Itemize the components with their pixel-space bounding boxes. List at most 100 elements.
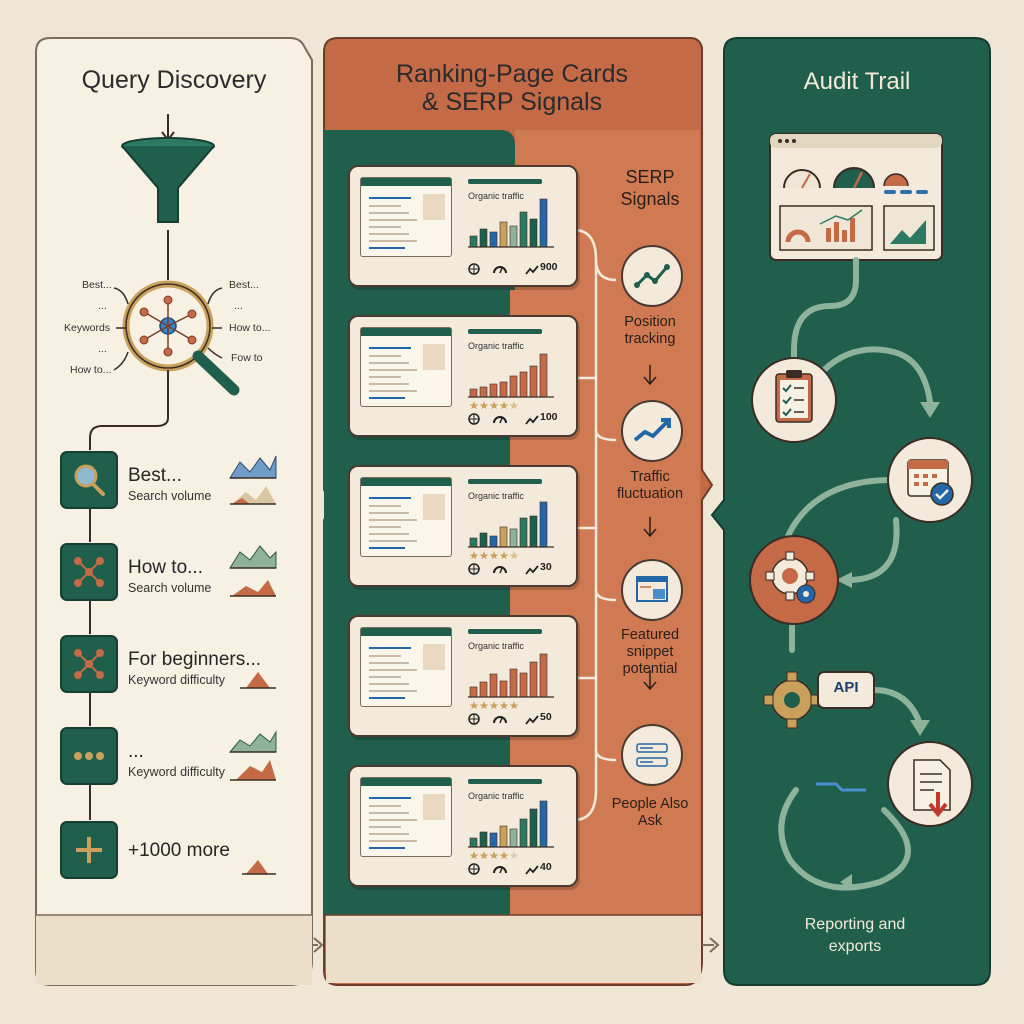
serp-signals-title-line1: SERP — [625, 167, 675, 187]
signal-label: People Also Ask — [611, 796, 689, 829]
traffic-bar — [469, 686, 478, 698]
signal-label: Featured snippet potential — [620, 627, 680, 677]
mag-label-right-dots: ... — [234, 300, 243, 312]
page-thumbnail — [360, 177, 452, 257]
traffic-bar — [509, 828, 518, 848]
ellipsis-icon — [74, 752, 104, 760]
traffic-bar — [529, 661, 538, 698]
thumbnail-header-bar — [361, 628, 451, 636]
traffic-bar — [499, 221, 508, 248]
query-item-icon-plus[interactable] — [60, 821, 118, 879]
serp-signals-title-line2: Signals — [620, 189, 680, 209]
mag-label-left-top: Best... — [82, 279, 112, 291]
card-metric-title: Organic traffic — [468, 791, 524, 801]
serp-signals-title: SERP Signals — [600, 166, 700, 210]
traffic-bar — [529, 365, 538, 398]
api-label: API — [833, 679, 859, 696]
position-tracking-signal[interactable] — [621, 245, 683, 307]
trend-icon — [525, 715, 539, 725]
query-item-icon-beginners[interactable] — [60, 635, 118, 693]
list-icon — [636, 743, 668, 767]
rating-star — [499, 551, 509, 559]
ranking-title: Ranking-Page Cards & SERP Signals — [324, 60, 700, 116]
people-also-ask-signal[interactable] — [621, 724, 683, 786]
traffic-bar — [519, 211, 528, 248]
query-item-label: Best... — [128, 465, 182, 486]
reporting-line2: exports — [828, 938, 882, 955]
reporting-exports-label: Reporting and exports — [760, 914, 950, 958]
traffic-bar — [519, 517, 528, 548]
traffic-bar — [479, 532, 488, 548]
rating-star — [509, 551, 519, 559]
traffic-bar — [519, 672, 528, 698]
traffic-bar — [499, 680, 508, 698]
mag-label-left-dots2: ... — [98, 343, 107, 355]
ranking-page-card[interactable]: Organic traffic 900 — [348, 165, 578, 287]
query-item-icon-more-dots[interactable] — [60, 727, 118, 785]
signal-label: Traffic fluctuation — [616, 469, 684, 502]
traffic-bar — [489, 832, 498, 848]
query-item-icon-best[interactable] — [60, 451, 118, 509]
traffic-fluctuation-signal[interactable] — [621, 400, 683, 462]
traffic-bar — [539, 501, 548, 548]
trend-icon — [525, 865, 539, 875]
card-metric-value: 40 — [540, 861, 552, 873]
card-metric-title: Organic traffic — [468, 191, 524, 201]
traffic-bar — [539, 653, 548, 698]
query-item-icon-howto[interactable] — [60, 543, 118, 601]
thumbnail-header-bar — [361, 778, 451, 786]
card-header-bar — [468, 629, 542, 634]
traffic-bar — [499, 381, 508, 398]
card-header-bar — [468, 479, 542, 484]
featured-snippet-signal[interactable] — [621, 559, 683, 621]
card-meta-icons — [468, 713, 539, 725]
query-item-sub: Search volume — [128, 581, 212, 595]
rating-star — [509, 701, 519, 709]
network-icon — [74, 557, 104, 587]
traffic-bar — [519, 818, 528, 848]
card-metric-value: 50 — [540, 711, 552, 723]
card-metric-value: 900 — [540, 261, 558, 273]
traffic-bar — [489, 673, 498, 698]
rating-star — [509, 851, 519, 859]
card-header-bar — [468, 779, 542, 784]
ranking-title-line2: & SERP Signals — [421, 88, 603, 116]
rating-star — [479, 701, 489, 709]
query-item-label: +1000 more — [128, 840, 230, 861]
thumbnail-content — [369, 344, 445, 399]
traffic-bar-chart — [468, 653, 554, 709]
card-meta-icons — [468, 563, 539, 575]
traffic-bar-chart — [468, 353, 554, 409]
card-metric-title: Organic traffic — [468, 491, 524, 501]
query-item-label: ... — [128, 741, 144, 762]
calendar-check-icon — [907, 459, 954, 506]
query-item-sub: Keyword difficulty — [128, 673, 226, 687]
traffic-bar — [479, 831, 488, 848]
speed-icon — [493, 716, 507, 724]
card-meta-icons — [468, 263, 539, 275]
traffic-bar — [539, 800, 548, 848]
mag-label-right-bottom: Fow to — [231, 352, 263, 364]
dashboard-icon — [769, 133, 943, 261]
query-discovery-title: Query Discovery — [81, 66, 267, 94]
query-item-sub: Search volume — [128, 489, 212, 503]
traffic-bar — [469, 537, 478, 548]
page-thumbnail — [360, 477, 452, 557]
card-header-bar — [468, 179, 542, 184]
traffic-bar-chart — [468, 198, 554, 248]
traffic-bar — [529, 808, 538, 848]
thumbnail-content — [369, 794, 445, 849]
query-flow-graphics — [89, 114, 277, 875]
traffic-bar — [539, 353, 548, 398]
traffic-bar — [469, 388, 478, 398]
traffic-bar — [509, 375, 518, 398]
thumbnail-header-bar — [361, 478, 451, 486]
traffic-bar — [509, 668, 518, 698]
ranking-page-card[interactable]: Organic traffic 40 — [348, 765, 578, 887]
traffic-bar — [469, 235, 478, 248]
magnifier-network-icon — [113, 280, 240, 396]
trend-line-icon — [634, 264, 670, 288]
